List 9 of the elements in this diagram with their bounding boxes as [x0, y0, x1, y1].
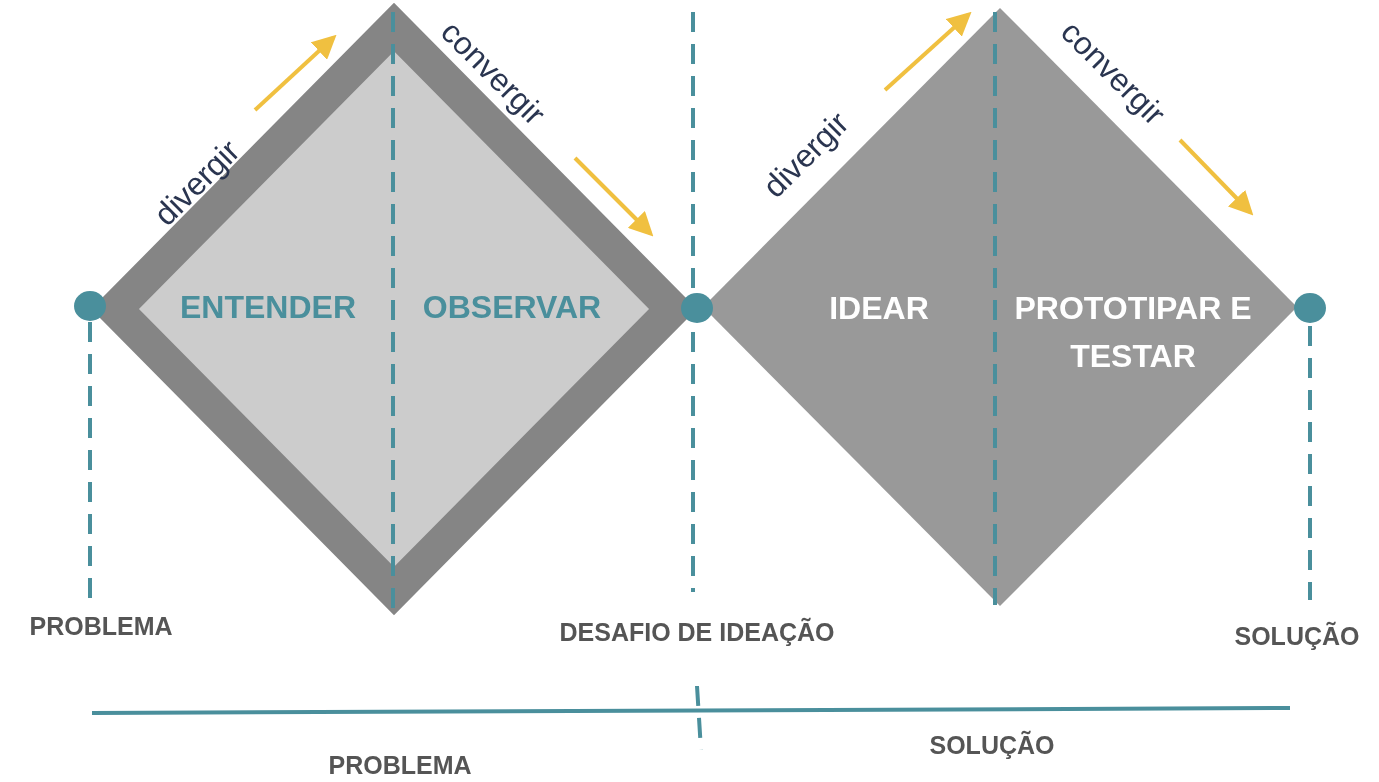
phase-label: PROTOTIPAR E TESTAR: [1013, 289, 1253, 376]
phase-label: ENTENDER: [179, 288, 357, 327]
stage-label: PROBLEMA: [328, 750, 472, 780]
stage-label: SOLUÇÃO: [1234, 621, 1360, 651]
phase-label: IDEAR: [828, 289, 930, 328]
stage-label: PROBLEMA: [29, 611, 173, 641]
phase-label: OBSERVAR: [421, 288, 603, 327]
stage-label: SOLUÇÃO: [929, 730, 1055, 760]
stage-label: DESAFIO DE IDEAÇÃO: [559, 617, 835, 647]
